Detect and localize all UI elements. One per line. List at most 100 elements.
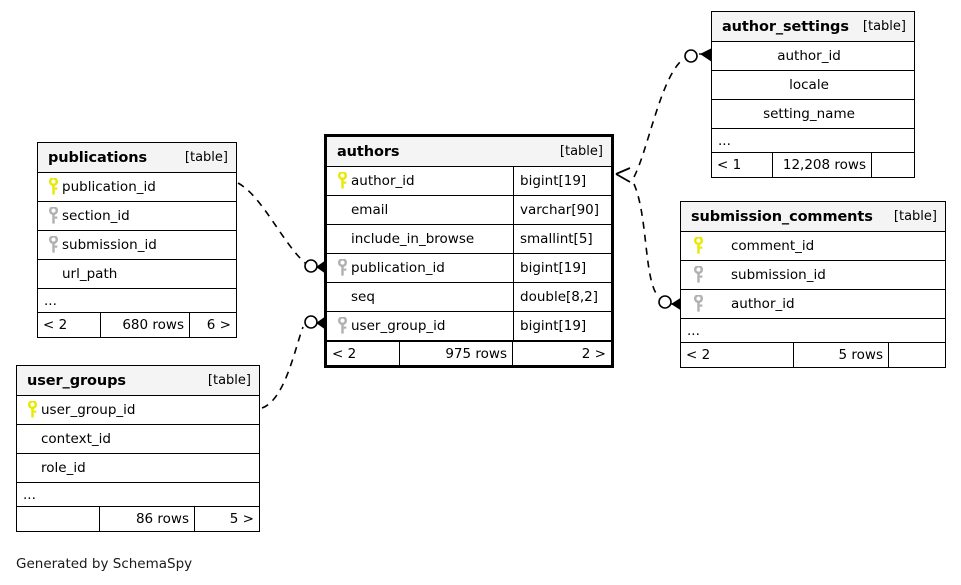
- key-icon-primary: [689, 237, 707, 255]
- edge-user-groups-authors: [261, 315, 326, 409]
- column-row[interactable]: url_path: [38, 260, 236, 289]
- footer-row-count: 975 rows: [399, 342, 513, 365]
- table-footer: < 2 5 rows: [681, 343, 945, 367]
- more-columns-indicator: ...: [38, 289, 236, 313]
- table-kind-label: [table]: [184, 150, 228, 165]
- column-type: double[8,2]: [513, 283, 611, 311]
- column-row[interactable]: submission_id: [38, 231, 236, 260]
- footer-parents-count: [17, 507, 99, 531]
- column-type: varchar[90]: [513, 196, 611, 224]
- edge-authors-submission-comments: [633, 183, 682, 311]
- table-header-publications: publications [table]: [38, 143, 236, 173]
- footer-row-count: 680 rows: [100, 313, 190, 337]
- table-authors[interactable]: authors [table] author_id bigint[19] ema…: [324, 134, 614, 368]
- column-type: bigint[19]: [513, 167, 611, 195]
- footer-children-count: [872, 153, 914, 177]
- table-footer: < 2 975 rows 2 >: [327, 341, 611, 365]
- column-row[interactable]: publication_id bigint[19]: [327, 254, 611, 283]
- footer-parents-count: < 1: [717, 157, 742, 173]
- column-name: publication_id: [351, 260, 445, 276]
- column-row[interactable]: publication_id: [38, 173, 236, 202]
- column-name: author_id: [777, 48, 841, 64]
- table-footer: < 2 680 rows 6 >: [38, 313, 236, 337]
- table-author-settings[interactable]: author_settings [table] author_id locale…: [711, 11, 915, 178]
- column-row[interactable]: submission_id: [681, 261, 945, 290]
- footer-parents-count: < 2: [43, 317, 68, 333]
- generated-by-credit: Generated by SchemaSpy: [16, 556, 193, 572]
- column-row[interactable]: author_id bigint[19]: [327, 167, 611, 196]
- column-row[interactable]: section_id: [38, 202, 236, 231]
- table-kind-label: [table]: [207, 373, 251, 388]
- column-type: bigint[19]: [513, 254, 611, 282]
- table-kind-label: [table]: [559, 144, 603, 159]
- footer-parents-count: < 2: [686, 347, 711, 363]
- more-columns-indicator: ...: [681, 319, 945, 343]
- table-header-authors: authors [table]: [327, 137, 611, 167]
- key-icon-foreign: [689, 266, 707, 284]
- column-row[interactable]: user_group_id bigint[19]: [327, 312, 611, 341]
- footer-row-count: 86 rows: [99, 507, 195, 531]
- table-title: submission_comments: [691, 208, 873, 225]
- table-header-author-settings: author_settings [table]: [712, 12, 914, 42]
- column-row[interactable]: context_id: [17, 425, 259, 454]
- column-name: user_group_id: [41, 402, 136, 418]
- column-row[interactable]: locale: [712, 71, 914, 100]
- column-row[interactable]: seq double[8,2]: [327, 283, 611, 312]
- key-icon-foreign: [44, 236, 62, 254]
- more-columns-indicator: ...: [712, 129, 914, 153]
- key-icon-foreign: [333, 317, 351, 335]
- column-name: author_id: [731, 296, 795, 312]
- edge-publications-authors: [237, 182, 326, 274]
- column-row[interactable]: role_id: [17, 454, 259, 483]
- column-name: comment_id: [731, 238, 815, 254]
- column-row[interactable]: author_id: [681, 290, 945, 319]
- column-row[interactable]: email varchar[90]: [327, 196, 611, 225]
- footer-row-count: 5 rows: [793, 343, 889, 367]
- table-footer: 86 rows 5 >: [17, 507, 259, 531]
- column-name: role_id: [41, 460, 86, 476]
- column-name: submission_id: [62, 237, 157, 253]
- column-name: submission_id: [731, 267, 826, 283]
- table-header-submission-comments: submission_comments [table]: [681, 202, 945, 232]
- table-title: authors: [337, 143, 400, 160]
- column-name: include_in_browse: [351, 231, 475, 247]
- footer-parents-count: < 2: [332, 345, 357, 362]
- footer-children-count: 6 >: [206, 317, 231, 333]
- column-row[interactable]: comment_id: [681, 232, 945, 261]
- column-row[interactable]: include_in_browse smallint[5]: [327, 225, 611, 254]
- column-row[interactable]: author_id: [712, 42, 914, 71]
- table-title: publications: [48, 149, 148, 166]
- table-kind-label: [table]: [862, 19, 906, 34]
- column-row[interactable]: setting_name: [712, 100, 914, 129]
- footer-children-count: 5 >: [229, 511, 254, 527]
- column-name: url_path: [62, 266, 118, 282]
- column-type: bigint[19]: [513, 312, 611, 340]
- column-name: author_id: [351, 173, 415, 189]
- key-icon-foreign: [689, 295, 707, 313]
- column-name: setting_name: [763, 106, 855, 122]
- column-name: publication_id: [62, 179, 156, 195]
- table-submission-comments[interactable]: submission_comments [table] comment_id s…: [680, 201, 946, 368]
- key-icon-foreign: [44, 207, 62, 225]
- column-type: smallint[5]: [513, 225, 611, 253]
- key-icon-primary: [44, 178, 62, 196]
- column-name: context_id: [41, 431, 111, 447]
- table-header-user-groups: user_groups [table]: [17, 366, 259, 396]
- column-name: email: [351, 202, 389, 218]
- column-name: user_group_id: [351, 318, 446, 334]
- table-kind-label: [table]: [893, 209, 937, 224]
- key-icon-primary: [333, 172, 351, 190]
- table-publications[interactable]: publications [table] publication_id sect…: [37, 142, 237, 338]
- footer-children-count: [889, 343, 945, 367]
- table-user-groups[interactable]: user_groups [table] user_group_id contex…: [16, 365, 260, 532]
- column-name: section_id: [62, 208, 130, 224]
- more-columns-indicator: ...: [17, 483, 259, 507]
- table-title: user_groups: [27, 372, 126, 389]
- footer-children-count: 2 >: [581, 345, 606, 362]
- key-icon-foreign: [333, 259, 351, 277]
- column-name: seq: [351, 289, 375, 305]
- footer-row-count: 12,208 rows: [772, 153, 872, 177]
- table-title: author_settings: [722, 18, 849, 35]
- column-row[interactable]: user_group_id: [17, 396, 259, 425]
